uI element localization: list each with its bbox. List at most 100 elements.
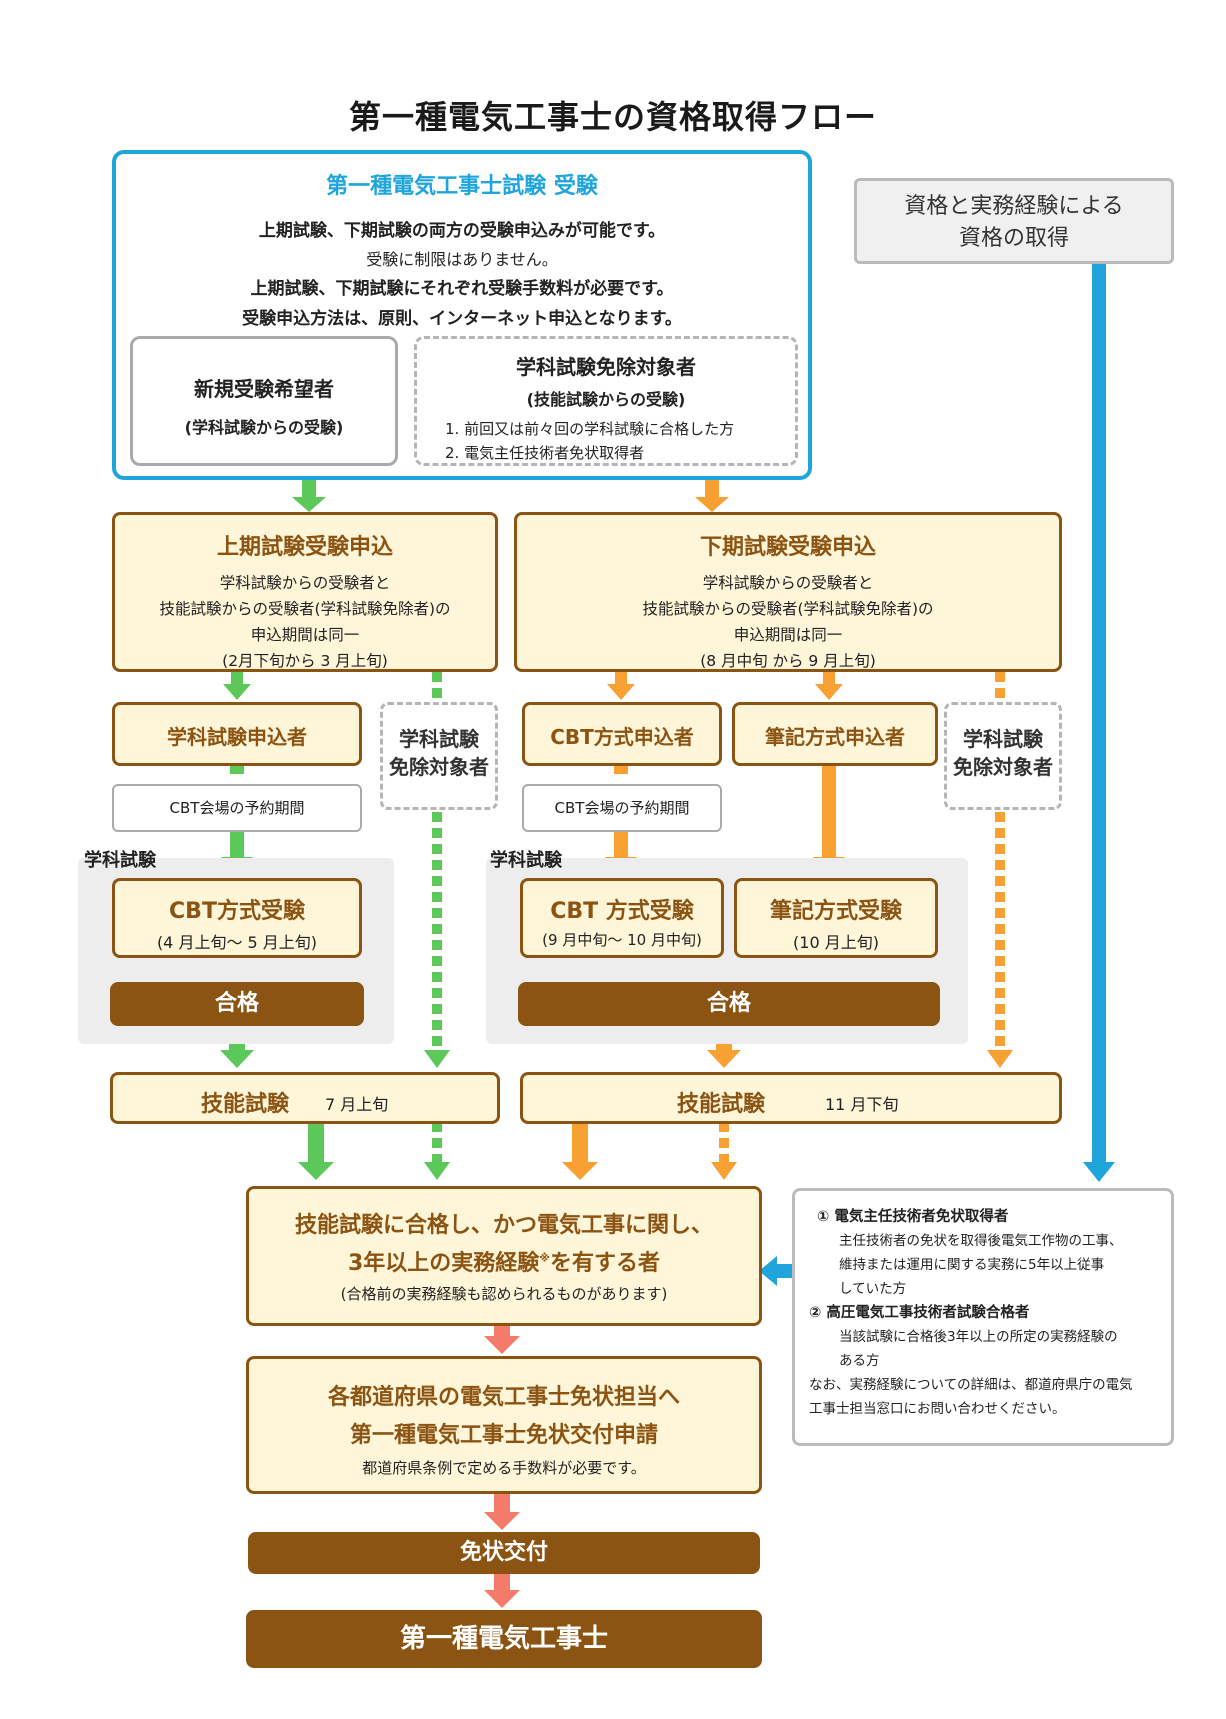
second-half-line-4: (8 月中旬 から 9 月上旬) (700, 652, 876, 670)
info-heading-2: ② 高圧電気工事技術者試験合格者 (809, 1305, 1030, 1321)
green-arrow-to-written (223, 672, 251, 700)
paper-exam-box: 筆記方式受験 (10 月上旬) (734, 878, 938, 958)
apply-line-3: 都道府県条例で定める手数料が必要です。 (362, 1459, 646, 1477)
new-applicant-sub: (学科試験からの受験) (184, 418, 344, 437)
second-half-line-3: 申込期間は同一 (733, 626, 843, 644)
qualify-line-1: 技能試験に合格し、かつ電気工事に関し、 (294, 1213, 713, 1238)
license-issue-bar: 免状交付 (248, 1532, 760, 1574)
exempt-item-2: 2. 電気主任技術者免状取得者 (445, 444, 645, 462)
new-applicant-box: 新規受験希望者 (学科試験からの受験) (130, 336, 398, 466)
blue-arrow-experience (1083, 264, 1115, 1182)
paper-exam-label: 筆記方式受験 (769, 899, 902, 924)
green-dash-skill-to-qualify (424, 1122, 450, 1180)
second-skill-exam-box: 技能試験 11 月下旬 (520, 1072, 1062, 1124)
second-half-line-2: 技能試験からの受験者(学科試験免除者)の (642, 600, 934, 618)
cbt-applicant-box: CBT方式申込者 (522, 702, 722, 766)
cbt-applicant-label: CBT方式申込者 (550, 725, 694, 749)
second-half-line-1: 学科試験からの受験者と (702, 574, 874, 592)
second-cbt-exam-period: (9 月中旬～ 10 月中旬) (542, 931, 702, 949)
info-text-1a: 主任技術者の免状を取得後電気工作物の工事、 (839, 1233, 1123, 1249)
first-pass-bar: 合格 (110, 982, 364, 1026)
green-arrow-top (292, 480, 326, 512)
first-half-line-1: 学科試験からの受験者と (219, 574, 391, 592)
second-cbt-reserve-label: CBT会場の予約期間 (554, 799, 690, 817)
qualify-line-3: (合格前の実務経験も認められるものがあります) (340, 1285, 668, 1303)
second-half-apply-box: 下期試験受験申込 学科試験からの受験者と 技能試験からの受験者(学科試験免除者)… (514, 512, 1062, 672)
first-zone-label: 学科試験 (84, 850, 156, 871)
exam-line-1: 上期試験、下期試験の両方の受験申込みが可能です。 (258, 221, 666, 241)
final-qualification-bar: 第一種電気工事士 (246, 1610, 762, 1668)
info-note-1: なお、実務経験についての詳細は、都道府県庁の電気 (809, 1377, 1133, 1393)
second-exempt-box: 学科試験 免除対象者 (944, 702, 1062, 810)
green-arrow-skill-to-qualify (298, 1122, 334, 1180)
second-cbt-exam-box: CBT 方式受験 (9 月中旬～ 10 月中旬) (520, 878, 724, 958)
first-cbt-reserve-box: CBT会場の予約期間 (112, 784, 362, 832)
salmon-arrow-2 (484, 1494, 520, 1530)
exam-heading: 第一種電気工事士試験 受験 (326, 174, 598, 199)
first-half-title: 上期試験受験申込 (216, 535, 393, 560)
experience-route-box: 資格と実務経験による 資格の取得 (854, 178, 1174, 264)
exam-line-3: 上期試験、下期試験にそれぞれ受験手数料が必要です。 (250, 279, 674, 299)
orange-arrow-top (695, 480, 729, 512)
page-title: 第一種電気工事士の資格取得フロー (348, 98, 877, 136)
second-cbt-exam-label: CBT 方式受験 (550, 899, 694, 924)
info-text-1b: 維持または運用に関する実務に5年以上従事 (839, 1257, 1105, 1273)
second-cbt-reserve-box: CBT会場の予約期間 (522, 784, 722, 832)
first-exempt-line-2: 免除対象者 (389, 755, 489, 779)
second-half-title: 下期試験受験申込 (699, 535, 876, 560)
exempt-applicant-sub: (技能試験からの受験) (526, 390, 686, 409)
written-applicant-box: 学科試験申込者 (112, 702, 362, 766)
qualify-note-mark: ※ (539, 1251, 550, 1265)
info-note-2: 工事士担当窓口にお問い合わせください。 (809, 1401, 1066, 1417)
first-half-line-2: 技能試験からの受験者(学科試験免除者)の (159, 600, 451, 618)
green-dash-exempt-to-skill (424, 812, 450, 1068)
written-applicant-label: 学科試験申込者 (167, 725, 307, 749)
paper-applicant-box: 筆記方式申込者 (732, 702, 938, 766)
experience-route-line-2: 資格の取得 (958, 226, 1069, 251)
first-half-line-4: (2月下旬から 3 月上旬) (222, 652, 388, 670)
qualify-line-2b: を有する者 (550, 1251, 661, 1276)
orange-arrow-to-cbt (607, 672, 635, 700)
experience-info-box: ① 電気主任技術者免状取得者 主任技術者の免状を取得後電気工作物の工事、 維持ま… (792, 1188, 1174, 1446)
qualify-line-2a: 3年以上の実務経験 (347, 1251, 540, 1276)
info-text-1c: していた方 (839, 1281, 907, 1297)
first-skill-exam-box: 技能試験 7 月上旬 (110, 1072, 500, 1124)
first-exempt-line-1: 学科試験 (399, 727, 479, 751)
second-skill-exam-label: 技能試験 (677, 1092, 766, 1117)
first-half-line-3: 申込期間は同一 (250, 626, 360, 644)
info-text-2b: ある方 (839, 1353, 880, 1369)
first-cbt-reserve-label: CBT会場の予約期間 (169, 799, 305, 817)
blue-arrow-info-to-qualify (759, 1256, 792, 1286)
qualify-line-2: 3年以上の実務経験※を有する者 (249, 1245, 759, 1277)
second-exempt-line-1: 学科試験 (963, 727, 1043, 751)
info-text-2a: 当該試験に合格後3年以上の所定の実務経験の (839, 1329, 1118, 1345)
qualified-person-box: 技能試験に合格し、かつ電気工事に関し、 3年以上の実務経験※を有する者 (合格前… (246, 1186, 762, 1326)
new-applicant-title: 新規受験希望者 (194, 377, 334, 401)
exempt-applicant-title: 学科試験免除対象者 (516, 355, 696, 379)
experience-route-line-1: 資格と実務経験による (904, 194, 1124, 219)
second-pass-bar: 合格 (518, 982, 940, 1026)
orange-dash-exempt-to-skill (987, 812, 1013, 1068)
exam-line-2: 受験に制限はありません。 (366, 250, 558, 269)
orange-arrow-skill-to-qualify (562, 1122, 598, 1180)
orange-arrow-to-paper (815, 672, 843, 700)
info-heading-1: ① 電気主任技術者免状取得者 (817, 1209, 1009, 1225)
first-cbt-exam-label: CBT方式受験 (169, 899, 305, 924)
first-exempt-box: 学科試験 免除対象者 (380, 702, 498, 810)
second-zone-label: 学科試験 (490, 850, 562, 871)
exempt-applicant-box: 学科試験免除対象者 (技能試験からの受験) 1. 前回又は前々回の学科試験に合格… (414, 336, 798, 466)
second-skill-exam-date: 11 月下旬 (825, 1095, 899, 1114)
apply-line-2: 第一種電気工事士免状交付申請 (349, 1423, 658, 1448)
first-cbt-exam-box: CBT方式受験 (4 月上旬～ 5 月上旬) (112, 878, 362, 958)
first-skill-exam-label: 技能試験 (201, 1092, 290, 1117)
first-cbt-exam-period: (4 月上旬～ 5 月上旬) (156, 933, 318, 952)
exempt-item-1: 1. 前回又は前々回の学科試験に合格した方 (445, 420, 735, 438)
first-half-apply-box: 上期試験受験申込 学科試験からの受験者と 技能試験からの受験者(学科試験免除者)… (112, 512, 498, 672)
first-skill-exam-date: 7 月上旬 (325, 1095, 389, 1114)
second-exempt-line-2: 免除対象者 (953, 755, 1053, 779)
salmon-arrow-3 (484, 1574, 520, 1608)
paper-applicant-label: 筆記方式申込者 (765, 725, 905, 749)
apply-line-1: 各都道府県の電気工事士免状担当へ (327, 1385, 680, 1410)
paper-exam-period: (10 月上旬) (793, 933, 879, 952)
orange-dash-skill-to-qualify (711, 1122, 737, 1180)
